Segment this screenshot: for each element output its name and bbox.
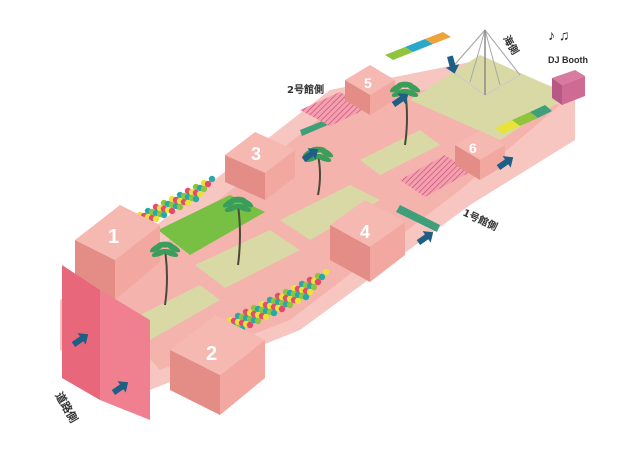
entrance-arrow-icon xyxy=(445,55,460,74)
palm-tree-icon xyxy=(389,81,421,146)
building-5: 5 xyxy=(345,65,395,115)
balloon xyxy=(278,305,286,313)
lawn-strip-1 xyxy=(195,230,300,288)
building-3: 3 xyxy=(225,132,295,200)
entrance-gate xyxy=(62,265,150,420)
color-blocks-right xyxy=(495,105,552,134)
palm-tree-icon xyxy=(222,196,254,266)
entrance-arrow-icon xyxy=(111,381,129,396)
balloon xyxy=(192,195,200,203)
hedge-right xyxy=(396,205,440,232)
balloon xyxy=(184,199,192,207)
dj-booth: DJ Booth ♪ ♫ xyxy=(548,27,588,105)
balloon xyxy=(176,203,184,211)
balloon xyxy=(168,207,176,215)
balloon xyxy=(306,288,314,296)
building-2-label: 2 xyxy=(206,343,217,365)
balloon xyxy=(270,309,278,317)
building-1: 1 xyxy=(75,205,160,300)
balloon xyxy=(152,215,160,223)
dj-booth-label: DJ Booth xyxy=(548,55,588,65)
building-4: 4 xyxy=(330,200,405,282)
balloon xyxy=(196,190,204,198)
building-6-label: 6 xyxy=(469,140,477,156)
tent-icon xyxy=(449,29,521,96)
entrance-arrow-icon xyxy=(416,231,434,246)
lawn-strip-3 xyxy=(360,130,440,175)
balloon xyxy=(160,211,168,219)
lawn-strip-4 xyxy=(130,285,220,340)
balloon xyxy=(318,273,326,281)
balloon xyxy=(200,185,208,193)
balloon xyxy=(286,301,294,309)
color-blocks-top xyxy=(385,32,451,60)
building-3-label: 3 xyxy=(251,144,261,164)
balloon xyxy=(322,268,330,276)
entrance-arrow-icon xyxy=(71,333,89,348)
balloon xyxy=(294,297,302,305)
balloon xyxy=(204,180,212,188)
palm-tree-icon xyxy=(149,241,181,306)
building-2: 2 xyxy=(170,315,265,415)
building-4-label: 4 xyxy=(360,222,370,242)
hatched-area-6 xyxy=(400,155,470,197)
road-side-label: 道路側 xyxy=(52,390,81,426)
building-5-label: 5 xyxy=(364,75,372,91)
building-6: 6 xyxy=(455,130,505,180)
balloon xyxy=(262,313,270,321)
building-1-label: 1 xyxy=(108,226,119,248)
balloon xyxy=(302,293,310,301)
balloon xyxy=(246,321,254,329)
warehouse-1-side-label: 1号館側 xyxy=(461,206,500,233)
balloon xyxy=(310,283,318,291)
entrance-arrow-icon xyxy=(301,148,319,163)
balloon xyxy=(208,175,216,183)
warehouse-2-side-label: 2号館側 xyxy=(287,83,324,96)
balloon xyxy=(314,278,322,286)
balloon xyxy=(254,317,262,325)
entrance-arrow-icon xyxy=(391,93,409,108)
hedge-left xyxy=(300,118,330,136)
entrance-arrow-icon xyxy=(496,156,514,171)
lawn-strip-2 xyxy=(280,185,380,240)
music-note-icon: ♪ ♫ xyxy=(548,27,569,43)
